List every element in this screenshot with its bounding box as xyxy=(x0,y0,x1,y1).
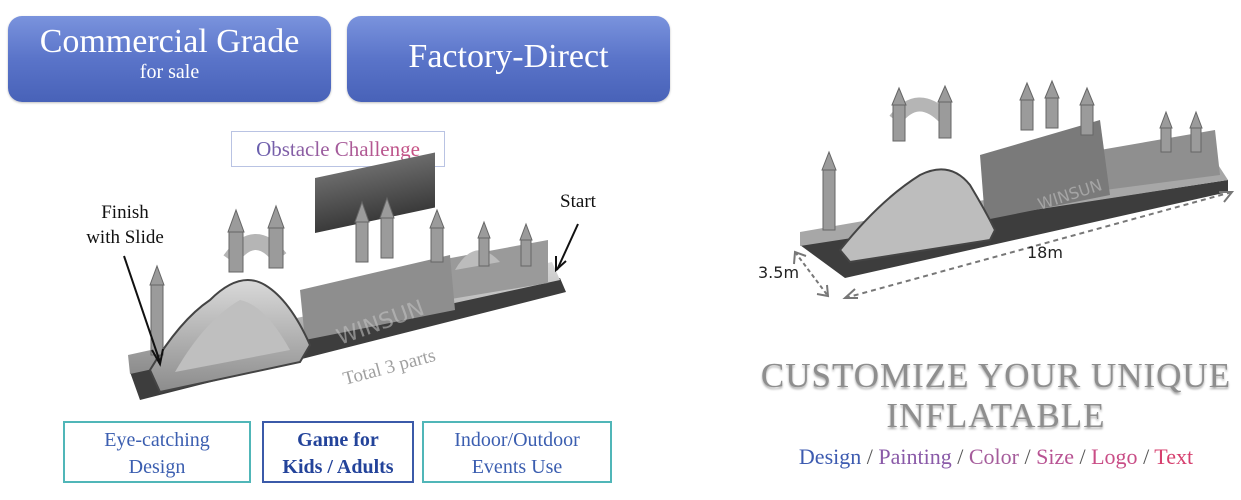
right-section-middle xyxy=(980,120,1110,220)
customize-options: Design / Painting / Color / Size / Logo … xyxy=(736,444,1241,470)
start-label: Start xyxy=(560,191,596,212)
width-dimension-line xyxy=(794,251,829,297)
obstacle-course-illustration: Total 3 parts WINSUN xyxy=(123,152,579,400)
length-dimension-line xyxy=(844,191,1233,299)
width-label: 3.5m xyxy=(758,263,800,282)
option-text: Text xyxy=(1154,444,1194,469)
parts-label: Total 3 parts xyxy=(341,345,438,390)
right-section-far xyxy=(1100,130,1220,190)
customize-headline-line1: CUSTOMIZE YOUR UNIQUE xyxy=(760,356,1232,395)
right-spires xyxy=(821,79,1203,231)
for-sale-label: for sale xyxy=(139,61,200,83)
option-separator: / xyxy=(1024,444,1031,469)
length-label: 18m xyxy=(1027,243,1063,262)
start-arrow xyxy=(556,223,579,271)
obstacle-course-dimension-illustration: WINSUN xyxy=(793,79,1235,299)
option-separator: / xyxy=(1079,444,1086,469)
option-separator: / xyxy=(866,444,873,469)
factory-direct-label: Factory-Direct xyxy=(408,38,609,75)
commercial-grade-badge: Commercial Grade for sale xyxy=(8,16,331,102)
finish-arrow xyxy=(123,255,161,363)
customize-headline-line2: INFLATABLE xyxy=(886,396,1106,435)
option-color: Color xyxy=(968,444,1019,469)
middle-wall xyxy=(315,152,435,234)
option-logo: Logo xyxy=(1091,444,1138,469)
slide-lane xyxy=(175,300,290,372)
option-separator: / xyxy=(1143,444,1150,469)
option-separator: / xyxy=(957,444,964,469)
option-design: Design xyxy=(798,444,862,469)
commercial-grade-label: Commercial Grade xyxy=(39,23,300,60)
option-size: Size xyxy=(1036,444,1074,469)
factory-direct-badge: Factory-Direct xyxy=(347,16,670,102)
section-middle xyxy=(300,255,455,340)
option-painting: Painting xyxy=(878,444,952,469)
right-slide xyxy=(838,168,997,264)
product-title: Obstacle Challenge xyxy=(231,131,445,167)
